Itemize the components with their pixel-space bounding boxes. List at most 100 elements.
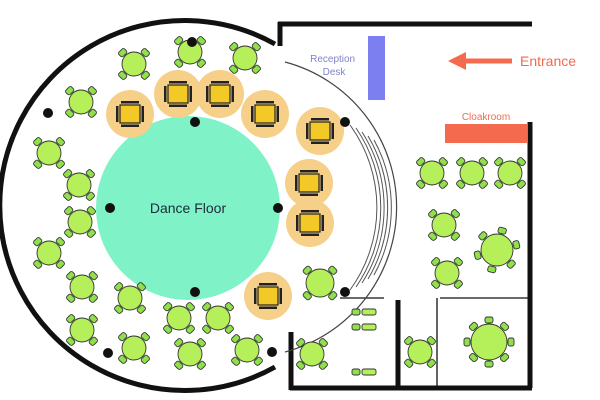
table-top [299,341,325,367]
chair [63,191,73,201]
table-top [470,323,508,361]
chair [296,215,299,231]
table-top [431,212,457,238]
chair [296,338,306,348]
chair [276,106,279,122]
highlighted-table [286,199,334,247]
chair [169,104,187,107]
round-table [229,42,261,74]
chair [311,141,329,144]
table-top [299,213,321,233]
pillar [187,37,197,47]
chair [163,302,173,312]
table-top [480,233,514,267]
chair [163,324,173,334]
table-top [68,89,94,115]
table-top [166,305,192,331]
chair [404,358,414,368]
chair [431,257,441,267]
table-top [234,337,260,363]
chair [140,332,150,342]
chair [66,314,76,324]
reception-label: Reception Desk [310,54,358,78]
chair [196,338,206,348]
chair [468,321,479,332]
chair [33,137,43,147]
table-top [407,339,433,365]
dance-floor [96,116,280,300]
chair [164,86,167,102]
chair [468,352,479,363]
table-top [117,285,143,311]
table-top [119,104,141,124]
highlighted-table [241,90,289,138]
chair [253,334,263,344]
round-table [33,237,65,269]
round-table [202,302,234,334]
chair [174,36,184,46]
chair [416,179,426,189]
chair [231,86,234,102]
highlighted-table [106,90,154,138]
table-top [209,84,231,104]
chair [121,101,139,104]
chair [224,324,234,334]
chair [251,106,254,122]
entrance-label: Entrance [520,53,576,69]
chair [251,64,261,74]
chair [426,336,436,346]
round-table [473,226,521,274]
pillar [190,287,200,297]
chair [279,288,282,304]
chair [295,175,298,191]
chair [65,86,75,96]
chair [507,337,515,347]
chair [301,210,319,213]
round-table [494,157,526,189]
chair [55,137,65,147]
chair [174,360,184,370]
tables [33,36,526,370]
chair [478,231,488,241]
round-table [163,302,195,334]
round-table [431,257,463,289]
chair [202,324,212,334]
table-top [121,51,147,77]
chair [296,360,306,370]
chair [512,240,521,250]
round-table [463,316,515,368]
walls [0,18,533,393]
chair [331,123,334,139]
chair [453,279,463,289]
chair [321,215,324,231]
round-table [302,265,338,301]
round-table [456,157,488,189]
chair [87,108,97,118]
inner-walls [340,297,530,388]
chair [64,228,74,238]
cloakroom-label: Cloakroom [462,112,510,123]
pillar [190,117,200,127]
round-table [118,332,150,364]
cloakroom-bar [445,124,527,143]
chair [140,70,150,80]
chair [85,191,95,201]
chair [306,123,309,139]
chair [55,159,65,169]
chair [66,293,76,303]
table-top [257,286,279,306]
chair [224,302,234,312]
chair [118,70,128,80]
table-top [254,104,276,124]
chair [254,288,257,304]
round-table [118,48,150,80]
chair [185,302,195,312]
chair [256,124,274,127]
chair [229,64,239,74]
chair [428,209,438,219]
chair [301,233,319,236]
chair [65,108,75,118]
chair [86,228,96,238]
table-top [66,172,92,198]
table-top [36,240,62,266]
